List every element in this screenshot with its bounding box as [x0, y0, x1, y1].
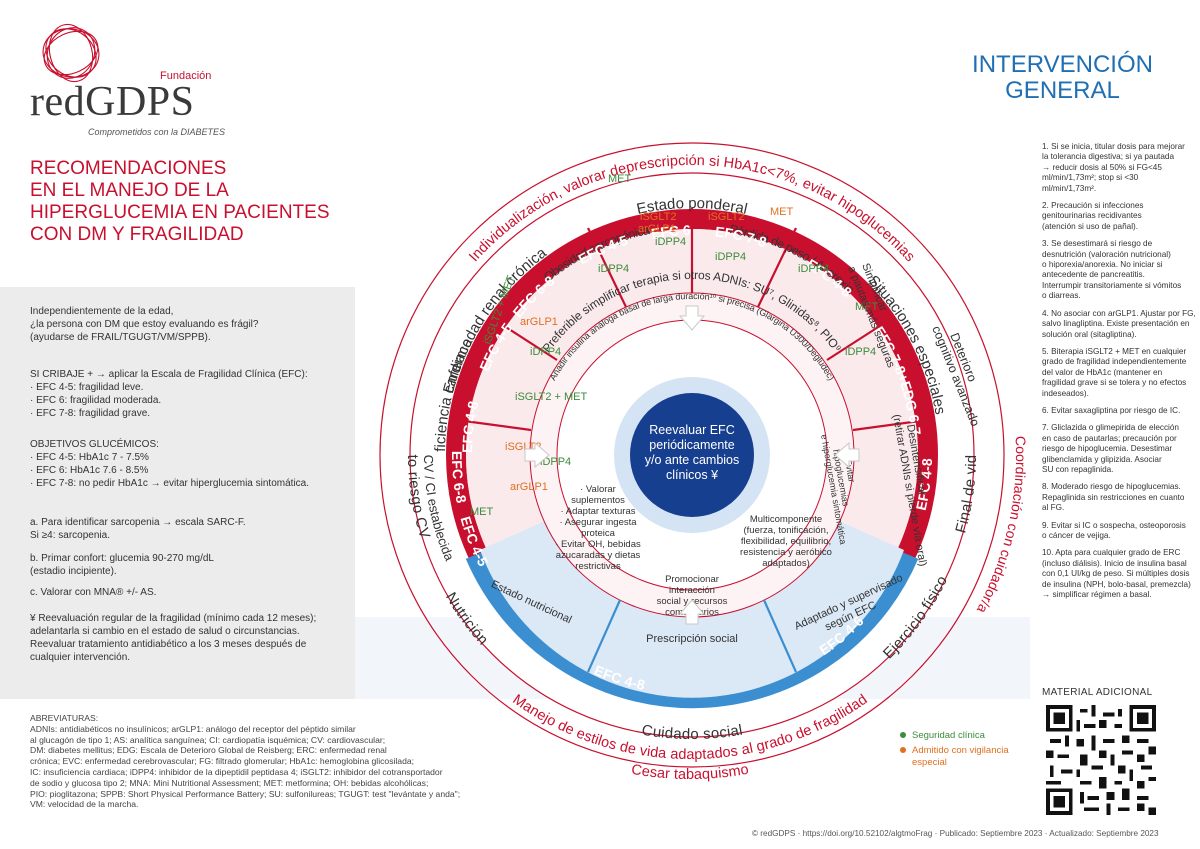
svg-text:EFC 6: EFC 6 — [650, 222, 691, 242]
nutri-box-1: · Valorar — [580, 484, 616, 495]
drug-met-deterioro: MET — [855, 301, 879, 313]
drug-met-top: MET — [608, 173, 632, 185]
footnote-9: 9. Evitar si IC o sospecha, osteoporosis… — [1042, 520, 1186, 540]
nutri-box-2: suplementos — [571, 495, 625, 506]
logo-circle-icon — [42, 23, 100, 83]
svg-text:Estado ponderal: Estado ponderal — [635, 195, 749, 218]
note-c: c. Valorar con MNA® +/- AS. — [30, 587, 157, 598]
drug-isglt2-obes-6: iSGLT2 — [708, 211, 744, 223]
logo-tagline: Comprometidos con la DIABETES — [88, 127, 226, 137]
abbreviations: ABREVIATURAS: ADNIs: antidiabéticos no i… — [30, 713, 461, 810]
efc-cv-68: EFC 6-8 — [449, 451, 470, 505]
drug-idpp4-perdida: iDPP4 — [798, 263, 829, 275]
outer-right-text: Coordinación con cuidador/a — [974, 436, 1029, 617]
footnote-8: 8. Moderado riesgo de hipoglucemias.Repa… — [1042, 482, 1185, 513]
drug-idpp4-obes-78: iDPP4 — [715, 251, 746, 263]
orange-dot-icon — [900, 747, 906, 754]
drug-arglp1-ic: arGLP1 — [520, 316, 558, 328]
intro-question: Independientemente de la edad, ¿la perso… — [30, 306, 259, 343]
svg-text:EFC 6-8: EFC 6-8 — [449, 451, 470, 505]
label-estado-ponderal: Estado ponderal — [635, 195, 749, 218]
note-a: a. Para identificar sarcopenia → escala … — [30, 517, 246, 541]
green-dot-icon — [900, 732, 906, 739]
drug-idpp4-obes-45: iDPP4 — [598, 263, 629, 275]
label-ic: Insuficiencia cardiaca — [340, 60, 477, 452]
ejercicio-box-3: flexibilidad, equilibrio, — [741, 536, 831, 547]
center-text-3: y/o ante cambios — [645, 453, 740, 467]
label-prescripcion-social: Prescripción social — [646, 633, 738, 645]
drug-idpp4-ic: iDPP4 — [530, 346, 561, 358]
qr-code-icon[interactable] — [1046, 705, 1156, 815]
ejercicio-box-4: resistencia y aeróbico — [740, 547, 832, 558]
intro-panel — [0, 287, 355, 699]
legend-green: Seguridad clínica — [900, 730, 1009, 742]
treatment-wheel: Individualización, valorar deprescripció… — [340, 60, 1029, 783]
note-b: b. Primar confort: glucemia 90-270 mg/dL… — [30, 553, 214, 577]
drug-idpp4-obes-6: iDPP4 — [655, 236, 686, 248]
footer: © redGDPS · https://doi.org/10.52102/alg… — [752, 829, 1159, 838]
intro-objetivos: OBJETIVOS GLUCÉMICOS: · EFC 4-5: HbA1c 7… — [30, 439, 310, 489]
drug-idpp4-deterioro: iDPP4 — [845, 346, 876, 358]
nutri-box-8: restrictivas — [575, 561, 621, 572]
nutri-box-6: · Evitar OH, bebidas — [555, 539, 641, 550]
nutri-box-5: proteica — [581, 528, 616, 539]
drug-idpp4-cv: iDPP4 — [540, 456, 571, 468]
note-yen: ¥ Reevaluación regular de la fragilidad … — [30, 613, 317, 663]
center-disc — [630, 393, 754, 517]
footnote-6: 6. Evitar saxagliptina por riesgo de IC. — [1042, 405, 1181, 415]
center-text-4: clínicos ¥ — [666, 468, 718, 482]
svg-text:Cuidado social: Cuidado social — [641, 722, 744, 743]
footnotes: 1. Si se inicia, titular dosis para mejo… — [1042, 142, 1196, 607]
drug-isglt2-met-ic: iSGLT2 + MET — [515, 391, 588, 403]
ejercicio-box-5: adaptados) — [762, 558, 810, 569]
label-alto-riesgo: Alto riesgo CV — [340, 60, 433, 540]
legend: Seguridad clínica Admitido con vigilanci… — [900, 730, 1009, 769]
social-box-1: Promocionar — [665, 574, 719, 585]
page-title: RECOMENDACIONES EN EL MANEJO DE LA HIPER… — [30, 158, 330, 245]
logo-fundacion: Fundación — [160, 70, 212, 82]
outer-ring — [379, 142, 1005, 768]
ejercicio-box-2: (fuerza, tonificación, — [743, 525, 828, 536]
drug-arglp1-cv: arGLP1 — [510, 481, 548, 493]
footnote-1: 1. Si se inicia, titular dosis para mejo… — [1042, 142, 1185, 193]
intervention-title: INTERVENCIÓN GENERAL — [972, 51, 1153, 104]
inward-arrows — [524, 305, 860, 625]
outer-bottom-text-2: Cesar tabaquismo — [630, 762, 750, 783]
drug-arglp1-obes: arGLP1 — [638, 223, 676, 235]
logo-name: redGDPS — [30, 79, 195, 125]
center-text-2: periódicamente — [649, 438, 735, 452]
nutri-box-4: · Asegurar ingesta — [559, 517, 637, 528]
nutri-box-7: azucaradas y dietas — [556, 550, 641, 561]
label-cuidado-social: Cuidado social — [641, 722, 744, 743]
legend-orange: Admitido con vigilancia — [900, 745, 1009, 757]
social-box-2: interacción — [669, 585, 715, 596]
svg-text:Alto riesgo CV: Alto riesgo CV — [340, 60, 433, 540]
drug-met-cv: MET — [470, 506, 494, 518]
intro-cribaje: SI CRIBAJE + → aplicar la Escala de Frag… — [30, 369, 308, 419]
nutri-box-3: · Adaptar texturas — [561, 506, 636, 517]
ejercicio-box-1: Multicomponente — [750, 514, 822, 525]
material-adicional: MATERIAL ADICIONAL — [1042, 687, 1153, 698]
svg-text:Insuficiencia cardiaca: Insuficiencia cardiaca — [340, 60, 477, 452]
footnote-4: 4. No asociar con arGLP1. Ajustar por FG… — [1042, 308, 1196, 339]
efc-obesity-6: EFC 6 — [650, 222, 691, 242]
center-text-1: Reevaluar EFC — [649, 423, 734, 437]
drug-isglt2-obes: iSGLT2 — [640, 211, 676, 223]
footnote-10: 10. Apta para cualquier grado de ERC(inc… — [1042, 548, 1191, 600]
drug-met-perdida: MET — [770, 206, 794, 218]
efc-band-blue — [465, 551, 919, 709]
